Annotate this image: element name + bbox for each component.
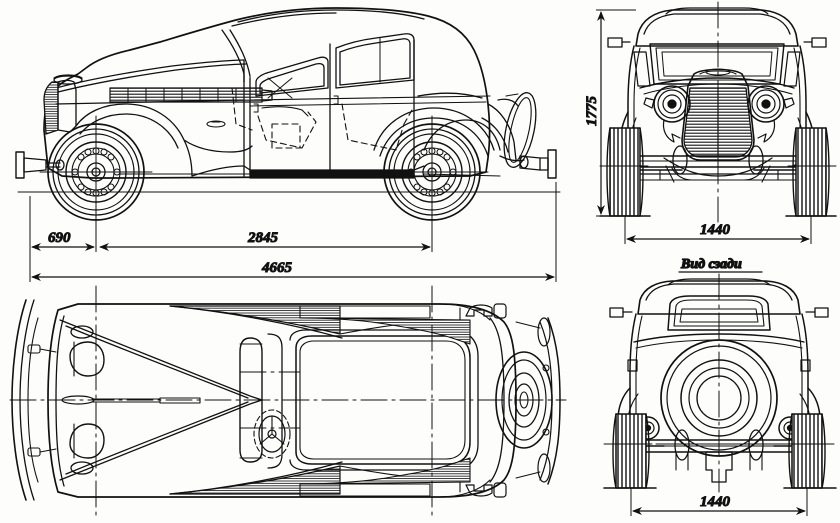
side-dimensions: 690 2845 4665 [29,182,557,282]
dimension-wheelbase: 2845 [247,230,279,246]
rear-elevation-view: Вид сзади [603,256,837,493]
side-mirrors [607,37,827,48]
plan-centerlines [9,285,567,519]
rear-view-label: Вид сзади [680,257,742,272]
hood-louvres [109,87,263,103]
rear-mirrors [609,307,829,318]
dimension-front-track: 1440 [700,222,731,238]
side-elevation-view [15,7,561,229]
rear-dimensions: 1440 [630,488,808,516]
steering-wheel-plan [253,409,291,459]
dimension-overall-height: 1775 [584,96,600,127]
rear-door [333,33,415,173]
front-elevation-view [599,1,837,223]
dimension-rear-track: 1440 [700,494,731,510]
front-door [249,43,331,175]
trunk-hinges [465,303,507,498]
rear-view-wheels [603,413,837,489]
plan-top-view [9,285,567,519]
spare-wheel-side [503,92,537,168]
dimension-front-overhang: 690 [48,230,71,246]
front-dimensions: 1775 1440 [584,9,812,244]
rear-bumper-side [519,149,557,179]
front-headlights [643,85,795,143]
dimension-overall-length: 4665 [261,260,293,276]
